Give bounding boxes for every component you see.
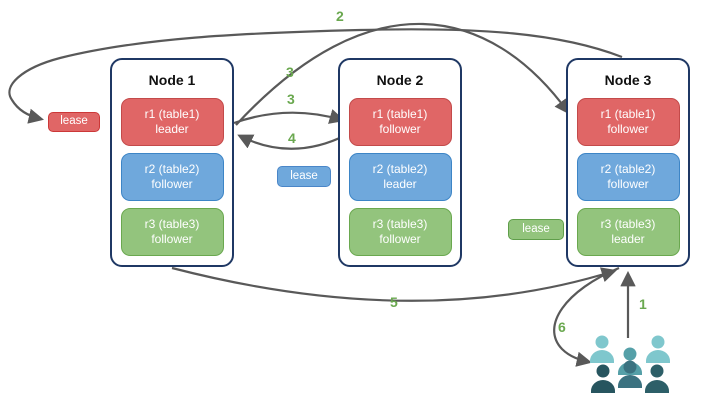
replica-name: r1 (table1)	[372, 107, 428, 121]
step-label-5: 5	[390, 294, 398, 310]
step-label-3-to-node2: 3	[287, 91, 295, 107]
lease-label: lease	[60, 115, 88, 128]
replica-name: r3 (table3)	[372, 217, 428, 231]
step-label-3-to-node3: 3	[286, 64, 294, 80]
node-title: Node 2	[376, 72, 424, 88]
replica-name: r2 (table2)	[144, 162, 200, 176]
replica-role: follower	[607, 122, 649, 136]
replica-r3-node2: r3 (table3) follower	[348, 208, 452, 256]
node-3-panel: Node 3 r1 (table1) follower r2 (table2) …	[566, 58, 690, 267]
replica-r3-node3: r3 (table3) leader	[576, 208, 680, 256]
node-1-panel: Node 1 r1 (table1) leader r2 (table2) fo…	[110, 58, 234, 267]
node-2-panel: Node 2 r1 (table1) follower r2 (table2) …	[338, 58, 462, 267]
replica-r1-node2: r1 (table1) follower	[348, 98, 452, 146]
lease-badge-red: lease	[48, 112, 100, 132]
replica-role: leader	[155, 122, 189, 136]
replica-name: r2 (table2)	[600, 162, 656, 176]
replica-name: r2 (table2)	[372, 162, 428, 176]
replica-r3-node1: r3 (table3) follower	[120, 208, 224, 256]
replica-name: r3 (table3)	[144, 217, 200, 231]
lease-badge-green: lease	[508, 219, 564, 240]
replica-r1-node1: r1 (table1) leader	[120, 98, 224, 146]
arrow-step-6-node3-to-client	[553, 266, 620, 367]
replica-role: follower	[379, 232, 421, 246]
step-label-1: 1	[639, 296, 647, 312]
replica-r2-node1: r2 (table2) follower	[120, 153, 224, 201]
lease-label: lease	[290, 169, 318, 182]
lease-badge-blue: lease	[277, 166, 331, 187]
arrow-step-5-node1-to-node3	[171, 266, 617, 302]
replica-r1-node3: r1 (table1) follower	[576, 98, 680, 146]
step-label-6: 6	[558, 319, 566, 335]
arrow-step-3-leader-to-node2	[233, 109, 345, 125]
replica-r2-node3: r2 (table2) follower	[576, 153, 680, 201]
replica-name: r1 (table1)	[600, 107, 656, 121]
replica-role: leader	[611, 232, 645, 246]
replica-role: follower	[151, 177, 193, 191]
replica-role: follower	[379, 122, 421, 136]
replica-role: leader	[383, 177, 417, 191]
replica-name: r1 (table1)	[144, 107, 200, 121]
node-title: Node 1	[148, 72, 196, 88]
replica-role: follower	[151, 232, 193, 246]
replica-name: r3 (table3)	[600, 217, 656, 231]
replica-role: follower	[607, 177, 649, 191]
replica-r2-node2: r2 (table2) leader	[348, 153, 452, 201]
arrow-step-3-leader-to-node3	[235, 22, 570, 126]
lease-label: lease	[522, 222, 550, 235]
step-label-2: 2	[336, 8, 344, 24]
arrow-step-4-node2-to-leader	[237, 134, 347, 150]
step-label-4: 4	[288, 130, 296, 146]
users-group-icon	[590, 335, 670, 393]
arrow-step-2-node3-to-lease	[8, 28, 623, 124]
node-title: Node 3	[604, 72, 652, 88]
